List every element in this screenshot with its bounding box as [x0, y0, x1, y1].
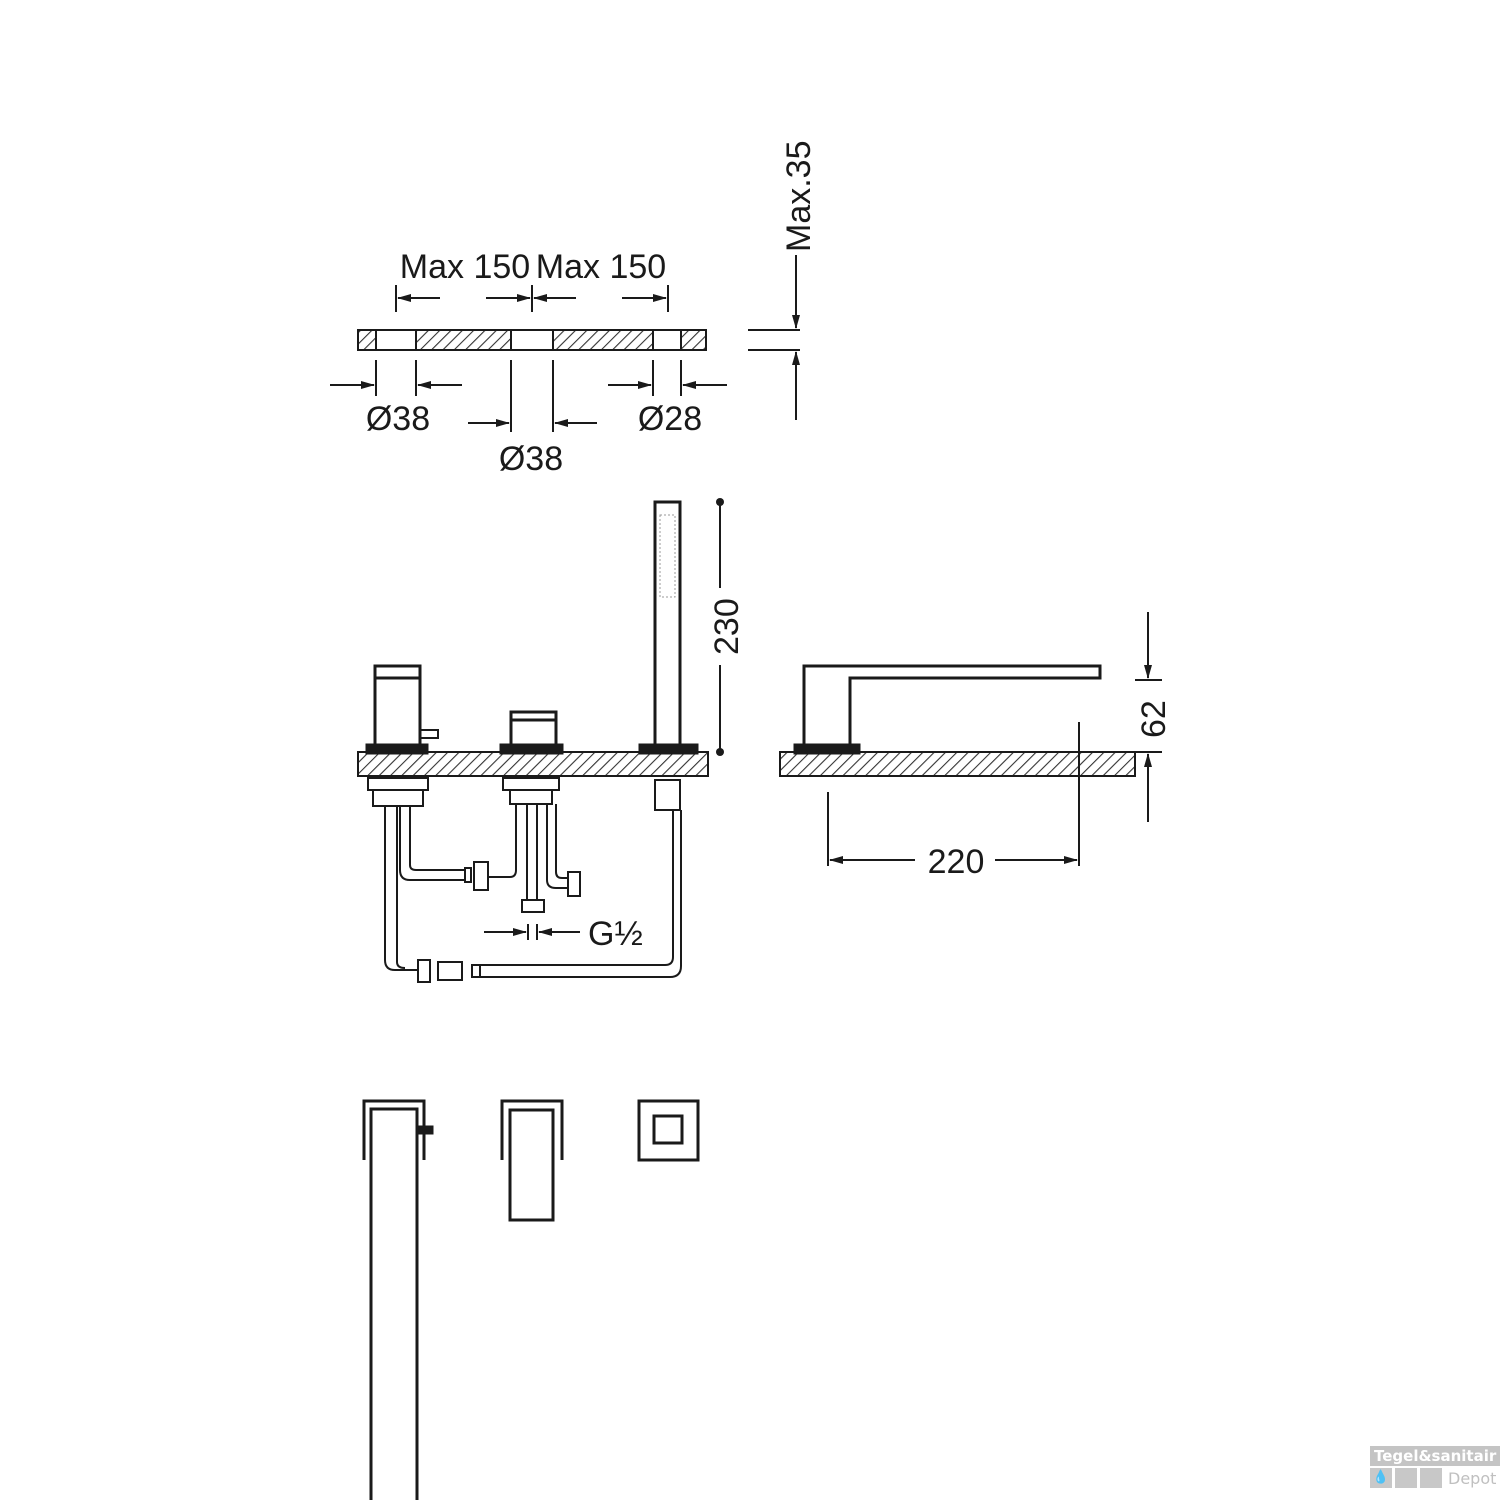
tile-icon	[1395, 1468, 1417, 1488]
handshower-height-label: 230	[708, 598, 746, 655]
spout-projection-label: 220	[928, 843, 985, 881]
watermark: Tegel&sanitair 💧 Depot	[1370, 1446, 1500, 1488]
side-view	[779, 612, 1162, 866]
hole-label-2: Ø38	[499, 440, 563, 478]
drop-icon: 💧	[1370, 1468, 1392, 1488]
connection-label: G½	[588, 915, 643, 953]
spacing-label-2: Max 150	[536, 248, 666, 286]
deck-thickness-label: Max.35	[780, 141, 818, 253]
tile-icon	[1420, 1468, 1442, 1488]
hole-label-3: Ø28	[638, 400, 702, 438]
watermark-brand: Tegel&sanitair	[1370, 1446, 1500, 1466]
spacing-label-1: Max 150	[400, 248, 530, 286]
hole-label-1: Ø38	[366, 400, 430, 438]
spout-height-label: 62	[1135, 700, 1173, 738]
front-view	[357, 498, 724, 983]
watermark-sub: Depot	[1448, 1468, 1497, 1488]
cutout-view	[330, 255, 800, 432]
top-view	[362, 1099, 700, 1500]
